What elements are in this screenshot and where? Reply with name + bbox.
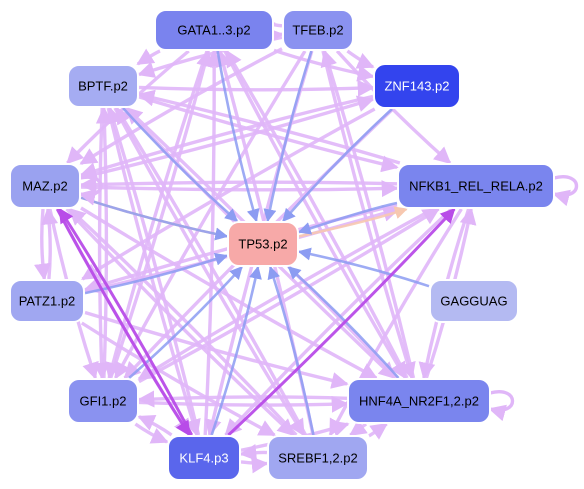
edge-klf4-to-bptf (106, 106, 201, 436)
node-box-maz (9, 163, 81, 209)
node-box-hnf4a (347, 378, 491, 424)
node-box-znf143 (373, 63, 461, 109)
edge-srebf1-to-tp53 (267, 265, 315, 436)
node-label-nfkb1: NFKB1_REL_RELA.p2 (409, 179, 543, 194)
node-box-klf4 (167, 435, 241, 481)
node-label-klf4: KLF4.p3 (179, 451, 228, 466)
edge-gfi1-to-klf4 (134, 422, 169, 444)
node-box-gata1 (154, 9, 274, 51)
edge-srebf1-to-hnf4a (368, 422, 388, 440)
node-label-maz: MAZ.p2 (22, 179, 68, 194)
node-label-srebf1: SREBF1,2.p2 (278, 451, 358, 466)
edge-tp53-to-nfkb1 (298, 206, 408, 238)
edge-bptf-to-znf143 (138, 79, 375, 97)
edge-klf4-to-srebf1 (240, 456, 269, 474)
node-patz1[interactable]: PATZ1.p2 (9, 279, 85, 323)
edge-tfeb-to-znf143 (346, 49, 375, 69)
edge-hnf4a-to-gata1 (224, 49, 409, 379)
node-label-patz1: PATZ1.p2 (19, 294, 76, 309)
edge-gfi1-to-nfkb1 (138, 207, 440, 384)
edge-bptf-to-klf4 (106, 107, 201, 437)
node-label-bptf: BPTF.p2 (78, 79, 128, 94)
self-loop-layer (78, 175, 579, 422)
node-znf143[interactable]: ZNF143.p2 (373, 63, 461, 109)
edge-maz-to-klf4 (55, 208, 191, 437)
edge-maz-to-patz1 (34, 208, 51, 281)
edge-bptf-to-tp53 (122, 107, 239, 222)
node-hnf4a[interactable]: HNF4A_NR2F1,2.p2 (347, 378, 491, 424)
node-nfkb1[interactable]: NFKB1_REL_RELA.p2 (397, 163, 555, 209)
edge-maz-to-tp53 (80, 196, 229, 241)
node-klf4[interactable]: KLF4.p3 (167, 435, 241, 481)
edge-gata1-to-znf143 (273, 48, 375, 82)
node-gata1[interactable]: GATA1..3.p2 (154, 9, 274, 51)
edge-klf4-to-gata1 (203, 49, 223, 436)
node-srebf1[interactable]: SREBF1,2.p2 (267, 435, 369, 481)
node-box-patz1 (9, 279, 85, 323)
node-label-hnf4a: HNF4A_NR2F1,2.p2 (359, 394, 479, 409)
node-box-gagguag (429, 279, 519, 323)
edge-maz-to-znf143 (80, 95, 375, 180)
node-label-znf143: ZNF143.p2 (384, 79, 449, 94)
self-loop-nfkb1 (552, 175, 579, 207)
node-box-gfi1 (67, 378, 139, 424)
self-loop-maz (78, 175, 103, 206)
edge-tfeb-to-tp53 (263, 50, 313, 223)
edge-znf143-to-tp53 (282, 108, 393, 222)
node-label-gata1: GATA1..3.p2 (177, 23, 250, 38)
edge-nfkb1-to-tp53 (297, 201, 398, 235)
edge-hnf4a-to-srebf1 (349, 419, 368, 437)
node-tfeb[interactable]: TFEB.p2 (282, 9, 354, 51)
edge-klf4-to-gfi1 (137, 415, 173, 437)
edge-gagguag-to-tp53 (297, 247, 430, 288)
edge-gfi1-to-tp53 (128, 266, 243, 379)
self-loop-hnf4a (488, 390, 515, 422)
edge-gata1-to-tp53 (216, 50, 260, 223)
node-bptf[interactable]: BPTF.p2 (67, 64, 139, 108)
edge-gata1-to-gfi1 (104, 50, 209, 380)
node-tp53[interactable]: TP53.p2 (227, 221, 299, 267)
node-box-tp53 (227, 221, 299, 267)
edge-znf143-to-patz1 (81, 107, 376, 281)
edge-patz1-to-maz (41, 207, 59, 280)
node-label-gagguag: GAGGUAG (440, 294, 507, 309)
node-gfi1[interactable]: GFI1.p2 (67, 378, 139, 424)
node-label-tp53: TP53.p2 (238, 237, 287, 252)
edge-tfeb-to-gfi1 (114, 50, 307, 380)
edge-bptf-to-srebf1 (113, 107, 306, 437)
edge-klf4-to-maz (58, 207, 194, 436)
edge-bptf-to-gfi1 (93, 107, 111, 380)
edge-srebf1-to-klf4 (239, 444, 268, 461)
node-maz[interactable]: MAZ.p2 (9, 163, 81, 209)
node-box-nfkb1 (397, 163, 555, 209)
node-box-bptf (67, 64, 139, 108)
edge-gfi1-to-gata1 (109, 49, 213, 379)
edge-hnf4a-to-tfeb (320, 49, 416, 379)
edge-klf4-to-nfkb1 (227, 207, 456, 437)
node-label-tfeb: TFEB.p2 (292, 23, 343, 38)
edge-nfkb1-to-bptf (137, 89, 401, 165)
node-box-tfeb (282, 9, 354, 51)
edge-gfi1-to-bptf (95, 106, 113, 379)
edge-gata1-to-hnf4a (223, 50, 407, 380)
edge-tfeb-to-hnf4a (321, 50, 416, 380)
edge-klf4-to-tp53 (210, 265, 262, 436)
node-label-gfi1: GFI1.p2 (80, 394, 127, 409)
node-box-srebf1 (267, 435, 369, 481)
node-gagguag[interactable]: GAGGUAG (429, 279, 519, 323)
edge-srebf1-to-bptf (115, 106, 308, 436)
edge-gata1-to-bptf (136, 48, 161, 66)
